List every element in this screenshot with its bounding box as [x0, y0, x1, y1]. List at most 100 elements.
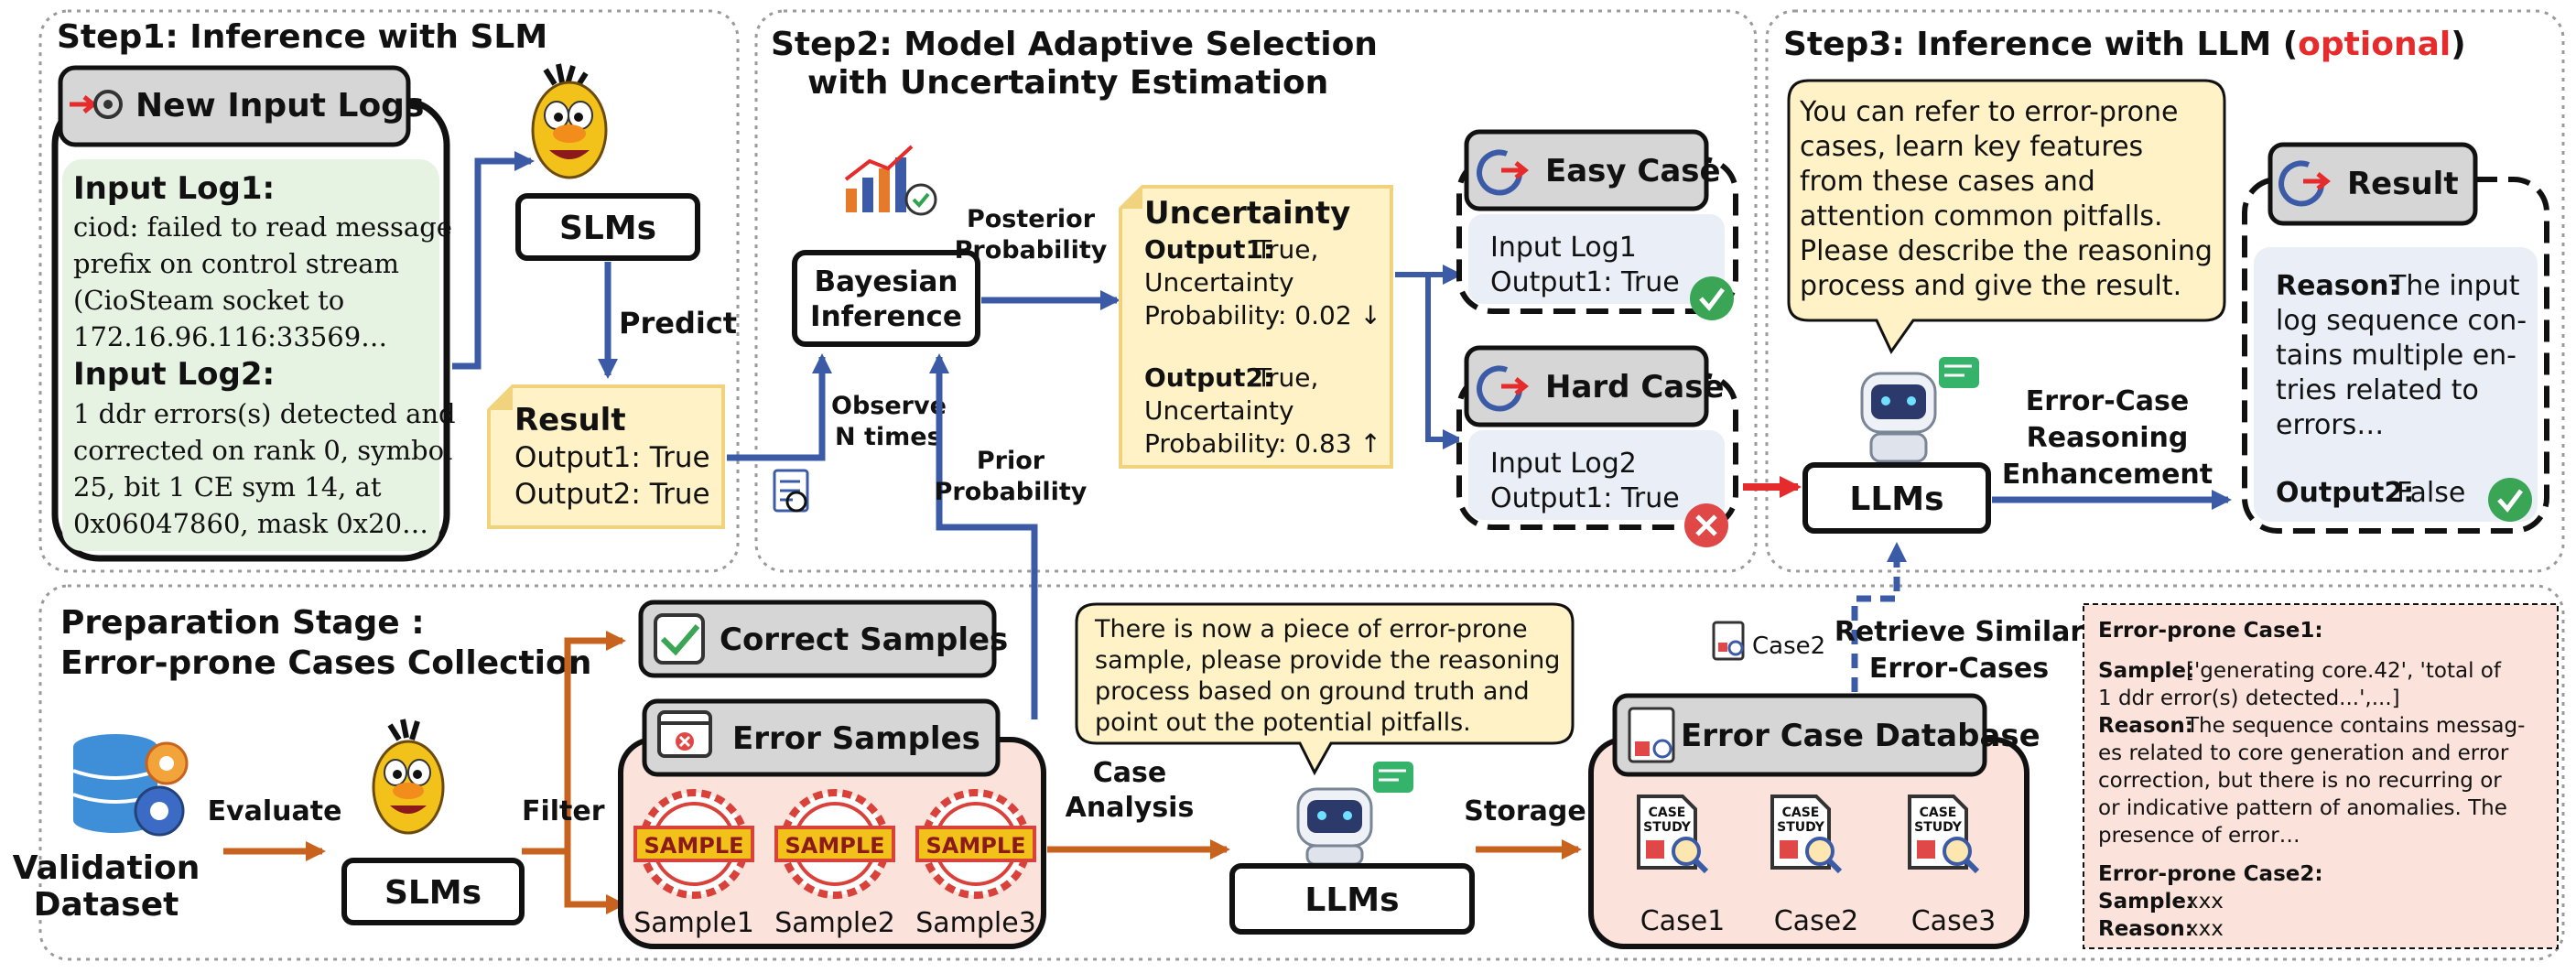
prompt-line: Please describe the reasoning	[1800, 235, 2213, 267]
svg-text:CASE: CASE	[1920, 805, 1957, 820]
log2-line: 25, bit 1 CE sym 14, at	[73, 471, 382, 503]
analysis-prompt-line: process based on ground truth and	[1095, 677, 1530, 706]
analysis-prompt-line: There is now a piece of error-prone	[1094, 615, 1528, 643]
output1-label: Output1:	[1144, 234, 1273, 265]
case-study-small-icon	[1712, 621, 1745, 661]
slm-label: SLMs	[384, 874, 482, 912]
enhancement-label: Enhancement	[2002, 459, 2213, 491]
arrow-to-hard-case	[1425, 417, 1463, 449]
sample-label: Sample3	[915, 907, 1036, 939]
observe-label: N times	[835, 423, 942, 451]
analysis-prompt-line: sample, please provide the reasoning	[1095, 646, 1560, 675]
check-icon	[2488, 478, 2532, 522]
posterior-label: Probability	[955, 236, 1108, 265]
case-label: Case2	[1774, 905, 1859, 937]
log2-title: Input Log2:	[73, 356, 275, 393]
error-case-db-panel: Error Case Database CASE STUDY CASE STUD…	[1588, 693, 2040, 949]
prompt-line: from these cases and	[1800, 166, 2095, 198]
new-logs-tag	[58, 65, 411, 147]
robot-icon	[1296, 762, 1413, 866]
reason-line: errors…	[2276, 409, 2384, 441]
note-case2-title: Error-prone Case2:	[2098, 862, 2323, 886]
stamp-text: SAMPLE	[785, 833, 884, 859]
llm-label: LLMs	[1304, 881, 1399, 919]
error-window-icon	[657, 710, 712, 758]
document-search-icon	[773, 469, 809, 513]
note-sample-label: Sample:	[2098, 659, 2194, 683]
llm-label: LLMs	[1849, 481, 1943, 518]
note-sample2-label: Sample:	[2098, 890, 2194, 914]
log-input-icon	[70, 90, 123, 119]
svg-text:CASE: CASE	[1649, 805, 1686, 820]
note-reason-line: correction, but there is no recurring or	[2098, 769, 2502, 793]
bayes-label: Inference	[810, 300, 962, 333]
sample-label: Sample2	[774, 907, 895, 939]
log1-line: ciod: failed to read message	[73, 211, 452, 243]
note-reason-line: The sequence contains messag-	[2185, 714, 2525, 738]
slm-mascot-icon	[372, 719, 445, 835]
llm-box	[1229, 863, 1475, 935]
slm-box	[341, 858, 525, 925]
analysis-prompt-bubble: There is now a piece of error-prone samp…	[1075, 602, 1575, 776]
step1-title: Step1: Inference with SLM	[57, 18, 547, 56]
reason-line: log sequence con-	[2276, 305, 2527, 337]
output2-value: False	[2397, 477, 2465, 509]
database-gear-icon	[72, 734, 189, 837]
output1-value: Probability: 0.02 ↓	[1144, 300, 1381, 330]
sample-label: Sample1	[633, 907, 754, 939]
sample-stamp-icon: SAMPLE	[774, 789, 895, 899]
case-analysis-label: Case	[1093, 757, 1166, 789]
svg-text:CASE: CASE	[1782, 805, 1820, 820]
hard-case-line: Output1: True	[1490, 482, 1680, 514]
retrieve-label: Error-Cases	[1869, 653, 2049, 685]
note-reason2-label: Reason:	[2098, 917, 2193, 941]
result-title: Result	[514, 402, 626, 438]
output2-value: Probability: 0.83 ↑	[1144, 428, 1381, 459]
llm-box	[1802, 462, 1991, 534]
uncertainty-note: Uncertainty Output1: True, Uncertainty P…	[1119, 185, 1393, 469]
note-reason-line: or indicative pattern of anomalies. The	[2098, 796, 2507, 820]
prompt-line: You can refer to error-prone	[1799, 96, 2178, 128]
step2-title: Step2: Model Adaptive Selection	[771, 26, 1378, 63]
result-line: Output2: True	[514, 478, 710, 511]
case-study-folder-icon	[1628, 707, 1675, 763]
slm-mascot-icon	[531, 63, 608, 179]
hard-case-line: Input Log2	[1490, 448, 1637, 480]
step3-title: Step3: Inference with LLM (optional)	[1783, 26, 2466, 63]
prompt-line: attention common pitfalls.	[1800, 200, 2163, 232]
reason-line: The input	[2388, 270, 2520, 302]
new-input-logs-panel: New Input Logs Input Log1: ciod: failed …	[51, 65, 456, 562]
svg-text:STUDY: STUDY	[1777, 820, 1825, 835]
result-note: Result Output1: True Output2: True	[487, 384, 725, 529]
output2-label: Output2:	[1144, 362, 1273, 393]
note-reason-label: Reason:	[2098, 714, 2193, 738]
dataset-label: Dataset	[34, 886, 179, 924]
note-reason2-value: xxx	[2186, 917, 2224, 941]
output1-value: Uncertainty	[1144, 267, 1294, 297]
check-box-icon	[654, 613, 705, 665]
observe-label: Observe	[831, 392, 947, 420]
bayes-box	[792, 250, 980, 347]
check-icon	[1690, 276, 1734, 320]
predict-label: Predict	[619, 306, 737, 341]
new-logs-title: New Input Logs	[135, 87, 424, 124]
result-line: Output1: True	[514, 441, 710, 474]
prompt-line: process and give the result.	[1800, 270, 2181, 302]
db-title: Error Case Database	[1681, 718, 2040, 754]
storage-label: Storage	[1464, 795, 1586, 827]
uncertainty-title: Uncertainty	[1144, 195, 1350, 232]
case-study-icon: CASE STUDY	[1908, 795, 1980, 874]
bayes-label: Bayesian	[815, 265, 958, 298]
error-samples-tag	[642, 698, 1001, 777]
log1-line: prefix on control stream	[73, 248, 399, 279]
case-study-icon: CASE STUDY	[1637, 795, 1709, 874]
filter-label: Filter	[522, 795, 605, 827]
log2-line: 0x06047860, mask 0x20…	[73, 508, 428, 539]
refresh-icon	[1477, 365, 1530, 412]
arrow-filter	[522, 631, 626, 855]
output2-value: Uncertainty	[1144, 395, 1294, 426]
svg-text:STUDY: STUDY	[1914, 820, 1963, 835]
step1-frame	[38, 9, 740, 573]
